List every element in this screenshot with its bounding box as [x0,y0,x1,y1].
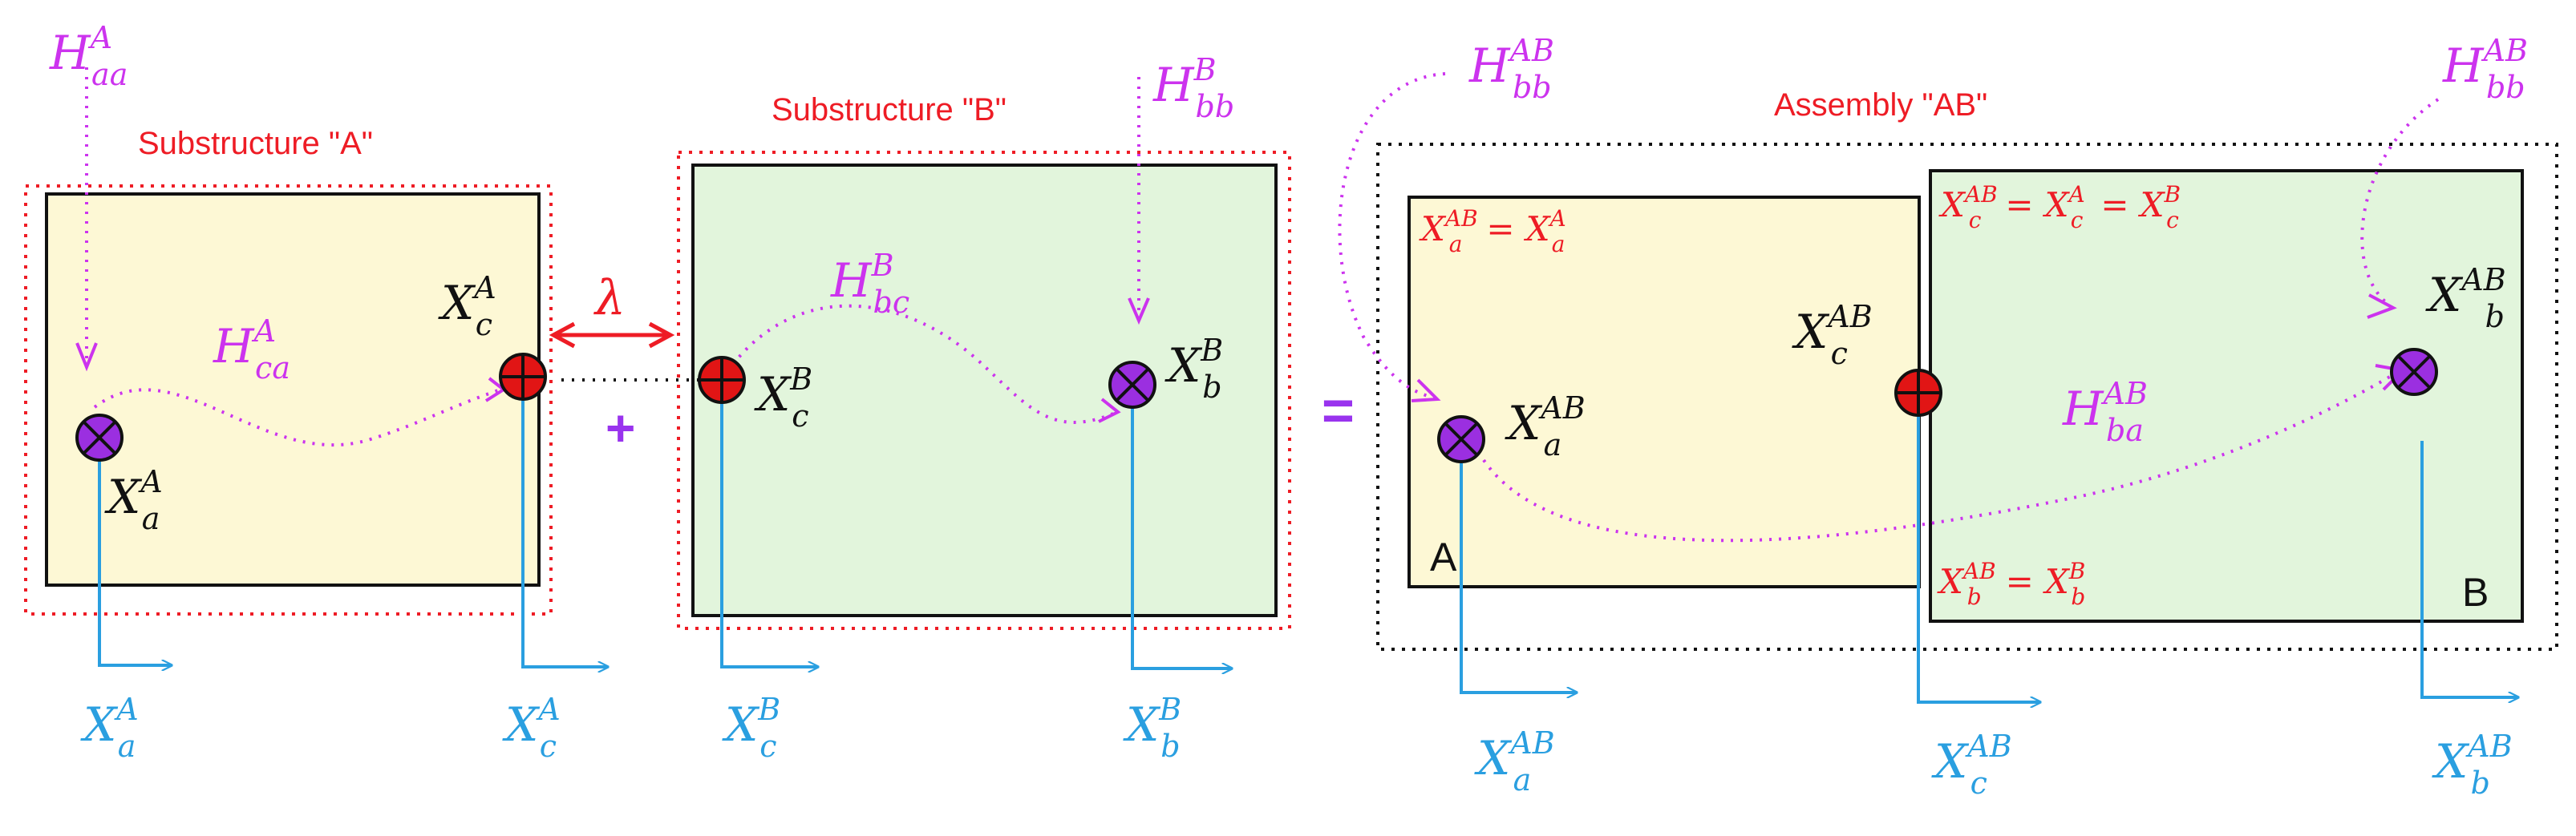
axis-ab-a [1460,463,1577,693]
assembly-a-body [1407,196,1921,588]
frf-b-bb-arrowhead [1128,297,1150,325]
substructure-a-body [45,192,541,587]
frf-b-bc-path [720,304,1114,424]
axis-b-b [1131,406,1232,668]
frf-ab-bb-right-arrowhead [2367,293,2397,319]
node-ab-c [1894,369,1942,417]
axis-a-a [98,450,172,665]
assembly-frame [1376,143,2558,651]
substructure-a-frame [24,184,553,616]
node-a-a [75,414,124,462]
equals-operator: = [1322,379,1355,442]
substructure-b-title: Substructure "B" [772,92,1007,127]
axis-b-c [720,401,818,667]
frf-ab-bb-right-path [2360,98,2440,305]
substructure-a-title: Substructure "A" [138,126,373,161]
lambda-symbol: λ [593,270,626,326]
axis-ab-b [2420,441,2518,697]
node-ab-a [1437,415,1485,463]
assembly-corner-b-label: B [2462,570,2489,615]
plus-operator: + [606,399,635,457]
substructure-b-frame [677,151,1291,630]
frf-a-ca-path [93,388,501,447]
node-ab-b [2390,348,2438,396]
lambda-double-arrow [549,321,675,349]
node-a-c [499,353,547,401]
axis-ab-c [1917,410,2040,702]
frf-b-bc-arrowhead [1098,398,1121,423]
axis-a-c [521,383,608,667]
assembly-b-body [1929,169,2524,623]
frf-a-aa-arrowhead [75,342,98,372]
node-b-b [1108,361,1156,409]
node-b-c [698,356,746,404]
assembly-title: Assembly "AB" [1774,87,1987,123]
frf-ab-bb-left-arrowhead [1411,378,1441,402]
assembly-corner-a-label: A [1430,535,1457,580]
substructure-b-body [691,164,1278,617]
